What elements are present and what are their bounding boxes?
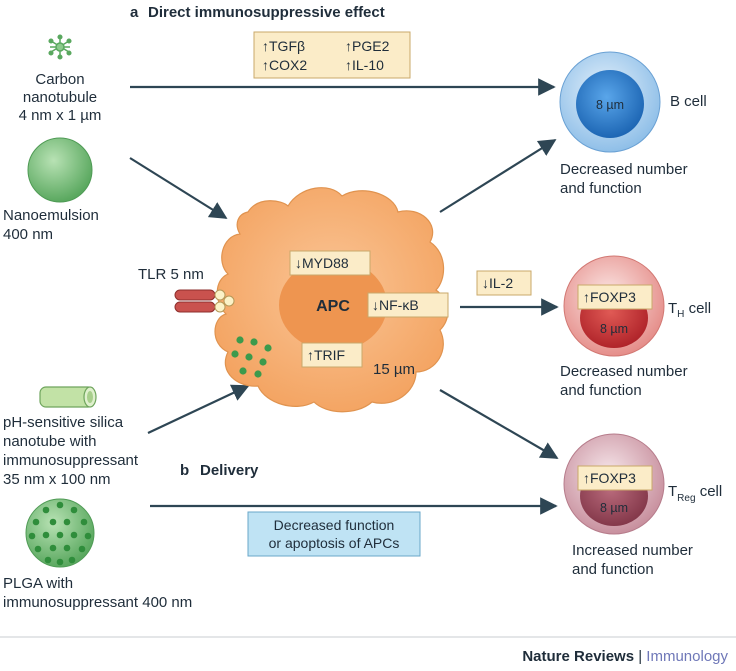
treg-cell-name: TReg cell <box>668 483 722 504</box>
trif-label: ↑TRIF <box>307 347 345 363</box>
treg-cell-size: 8 µm <box>600 501 628 515</box>
carbon-nanotubule-label-2: nanotubule <box>23 89 97 106</box>
nfkb-box <box>367 292 449 318</box>
plga-particle-icon <box>25 498 95 568</box>
nanoemulsion-label: Nanoemulsion <box>3 207 99 224</box>
delivery-label-2: or apoptosis of APCs <box>269 535 400 551</box>
apc-cell <box>214 187 449 413</box>
delivered-vesicles <box>231 336 272 378</box>
cytokine-tgfb: ↑TGFβ <box>262 38 305 54</box>
th-cell-name: TH cell <box>668 300 711 320</box>
tlr-label: TLR 5 nm <box>138 266 204 283</box>
footer-credit: Nature Reviews | Immunology <box>522 648 728 665</box>
section-a-letter: a <box>130 4 139 21</box>
silica-label-3: immunosuppressant <box>3 452 139 469</box>
delivery-box <box>247 511 421 557</box>
b-cell-name: B cell <box>670 93 707 110</box>
b-cell-desc-2: and function <box>560 180 642 197</box>
silica-label-1: pH-sensitive silica <box>3 414 124 431</box>
il2-label: ↓IL-2 <box>482 275 513 291</box>
section-a-title: Direct immunosuppressive effect <box>148 4 385 21</box>
arrow-nanoemulsion-to-apc <box>129 157 228 219</box>
apc-size: 15 µm <box>373 361 415 378</box>
arrow-apc-to-bcell <box>439 139 557 213</box>
nanoemulsion-size: 400 nm <box>3 226 53 243</box>
arrows <box>129 78 559 515</box>
carbon-nanotubule-icon <box>48 34 72 60</box>
delivery-label-1: Decreased function <box>274 517 395 533</box>
arrow-apc-to-treg <box>439 389 559 459</box>
b-cell-size: 8 µm <box>596 98 624 112</box>
trif-box <box>301 342 363 368</box>
nanoemulsion-icon <box>27 137 93 203</box>
cytokine-il10: ↑IL-10 <box>345 57 384 73</box>
treg-cell-desc-2: and function <box>572 561 654 578</box>
plga-label-2: immunosuppressant 400 nm <box>3 594 192 611</box>
b-cell <box>559 51 661 153</box>
carbon-nanotubule-size: 4 nm x 1 µm <box>19 107 102 124</box>
th-cell-desc-1: Decreased number <box>560 363 688 380</box>
b-cell-desc-1: Decreased number <box>560 161 688 178</box>
cytokine-pge2: ↑PGE2 <box>345 38 390 54</box>
apc-label: APC <box>316 298 350 315</box>
section-b-title: Delivery <box>200 462 259 479</box>
section-b-letter: b <box>180 462 189 479</box>
treg-foxp3-box <box>577 465 653 491</box>
arrow-silica-to-apc <box>147 384 250 434</box>
plga-label-1: PLGA with <box>3 575 73 592</box>
silica-label-2: nanotube with <box>3 433 96 450</box>
treg-cell-desc-1: Increased number <box>572 542 693 559</box>
th-foxp3-label: ↑FOXP3 <box>583 289 636 305</box>
silica-nanotube-icon <box>39 386 97 408</box>
cytokine-cox2: ↑COX2 <box>262 57 307 73</box>
myd88-label: ↓MYD88 <box>295 255 349 271</box>
cytokine-box: ↑TGFβ ↑PGE2 ↑COX2 ↑IL-10 <box>253 31 411 79</box>
silica-size: 35 nm x 100 nm <box>3 471 111 488</box>
th-cell-size: 8 µm <box>600 322 628 336</box>
treg-foxp3-label: ↑FOXP3 <box>583 470 636 486</box>
nfkb-label: ↓NF-κB <box>372 297 419 313</box>
myd88-box <box>289 250 371 276</box>
th-cell-desc-2: and function <box>560 382 642 399</box>
il2-box <box>476 270 532 296</box>
th-foxp3-box <box>577 284 653 310</box>
tlr-receptor-icon <box>174 289 235 313</box>
carbon-nanotubule-label-1: Carbon <box>35 71 84 88</box>
